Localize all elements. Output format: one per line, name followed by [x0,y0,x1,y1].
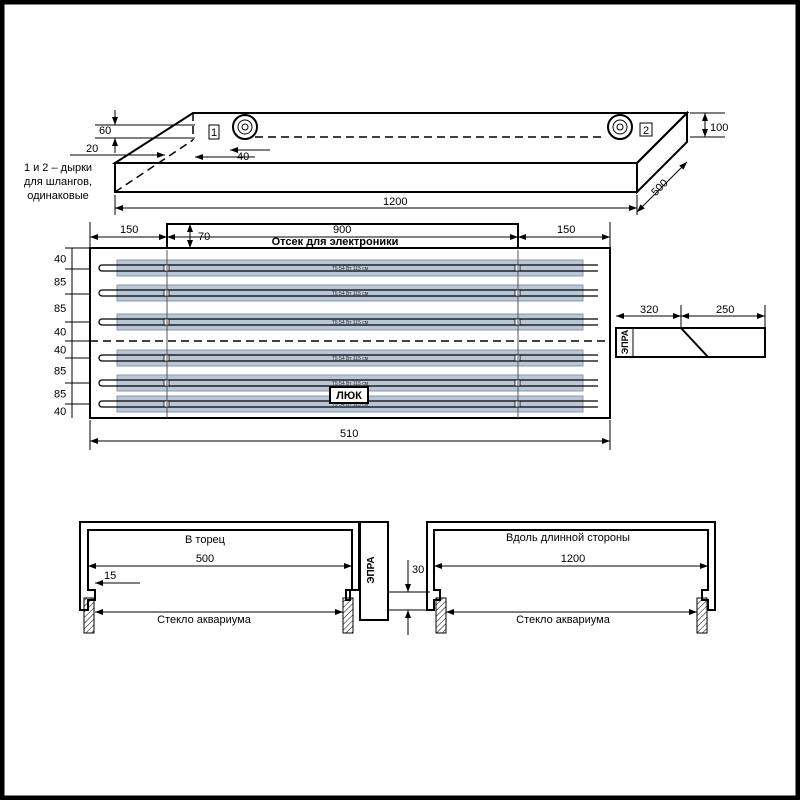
lamp-label: T5 54 Вт 115 см [332,356,369,362]
lamp: T5 54 Вт 115 см [98,313,598,331]
row-dim: 40 [54,254,66,266]
row-dim: 85 [54,303,66,315]
dim-20: 20 [86,143,98,155]
hose-hole-2-icon [607,114,633,140]
plan-view: Отсек для электроники 150 900 150 70 T5 … [54,222,611,450]
lamp: T5 54 Вт 115 см [98,349,598,367]
dim-1200: 1200 [383,196,407,208]
lamp: T5 54 Вт 115 см [98,284,598,302]
side-view: 320 250 ЭПРА [615,304,766,358]
iso-view: 60 20 40 1 2 100 500 1200 1 и 2 – дырки … [24,110,728,215]
dim-250: 250 [716,304,734,316]
dim-70: 70 [198,231,210,243]
right-glass-label: Стекло аквариума [516,614,611,626]
lamp: T5 54 Вт 115 см [98,374,598,392]
row-dim: 85 [54,389,66,401]
cross-sections: ЭПРА В торец 500 15 Стекло аквариума 30 … [79,521,716,635]
dim-100: 100 [710,122,728,134]
dim-900: 900 [333,224,351,236]
right-section-title: Вдоль длинной стороны [506,532,630,544]
row-dim: 40 [54,345,66,357]
dim-150-left: 150 [120,224,138,236]
dim-510: 510 [340,428,358,440]
note-line-3: одинаковые [27,190,89,202]
dim-320: 320 [640,304,658,316]
lamp-label: T5 54 Вт 115 см [332,320,369,326]
left-section-title: В торец [185,534,226,546]
dim-30: 30 [412,564,424,576]
row-dim: 40 [54,327,66,339]
hatch-label: ЛЮК [336,390,362,402]
compartment-label: Отсек для электроники [272,236,399,248]
hole-2-label: 2 [643,125,649,137]
lamp-label: T5 54 Вт 115 см [332,291,369,297]
row-dim: 40 [54,406,66,418]
left-glass-label: Стекло аквариума [157,614,252,626]
lamp: T5 54 Вт 115 см [98,259,598,277]
note-line-2: для шлангов, [24,176,92,188]
hatch-box [329,386,369,404]
note-line-1: 1 и 2 – дырки [24,162,92,174]
dim-60: 60 [99,125,111,137]
lamp-label: T5 54 Вт 115 см [332,381,369,387]
lamp-label: T5 54 Вт 115 см [332,402,369,408]
dim-150-right: 150 [557,224,575,236]
ballast-section-label: ЭПРА [366,556,377,583]
hole-1-label: 1 [211,127,217,139]
ballast-label: ЭПРА [620,329,630,354]
dim-40: 40 [237,151,249,163]
right-dim-1200: 1200 [561,553,585,565]
row-dim: 85 [54,277,66,289]
dim-15: 15 [104,570,116,582]
hose-hole-1-icon [232,114,258,140]
row-dim: 85 [54,366,66,378]
lamp-label: T5 54 Вт 115 см [332,266,369,272]
left-dim-500: 500 [196,553,214,565]
dim-500: 500 [649,177,670,198]
